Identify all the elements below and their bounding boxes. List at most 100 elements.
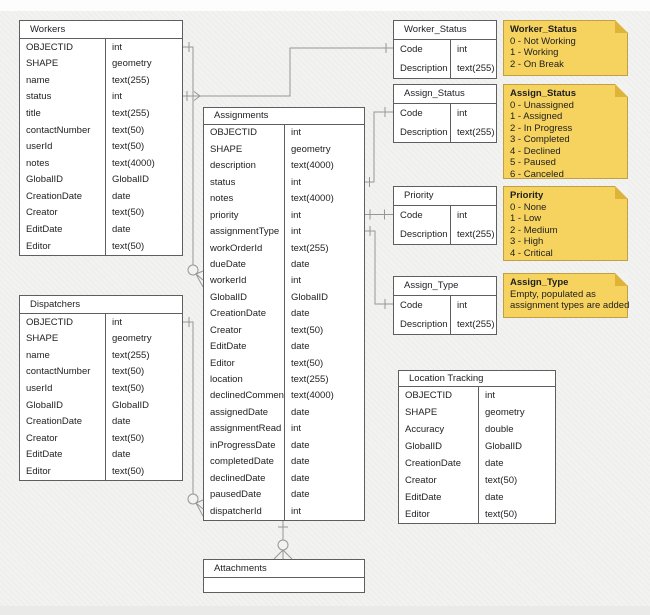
cardinality-zero-circle <box>187 264 199 276</box>
cardinality-crowfoot <box>195 499 204 517</box>
field-name: Editor <box>26 466 51 477</box>
table-row: GlobalID GlobalID <box>20 172 182 189</box>
table-title: Attachments <box>204 560 364 578</box>
note-line: 6 - Canceled <box>510 168 564 180</box>
field-name: location <box>210 375 243 385</box>
field-name: SHAPE <box>405 407 438 418</box>
field-name: Code <box>400 210 423 221</box>
field-name: userId <box>26 142 53 152</box>
field-type: text(255) <box>457 319 495 330</box>
field-type: text(255) <box>112 75 150 86</box>
table-fields <box>204 578 364 592</box>
cardinality-zero-circle <box>187 493 199 505</box>
field-type: text(255) <box>112 350 150 361</box>
field-name: priority <box>210 210 239 221</box>
field-type: date <box>485 492 504 503</box>
field-name: dueDate <box>210 259 246 270</box>
field-name: assignmentRead <box>210 424 282 434</box>
field-name: name <box>26 350 50 361</box>
field-name: title <box>26 108 41 119</box>
field-type: int <box>112 92 123 102</box>
field-name: GlobalID <box>210 292 247 303</box>
table-title: Worker_Status <box>394 21 496 40</box>
field-type: text(50) <box>291 358 324 369</box>
field-name: name <box>26 75 50 86</box>
table-title: Workers <box>20 21 182 39</box>
table-title: Assign_Type <box>394 277 496 296</box>
field-name: declinedDate <box>210 473 266 484</box>
field-name: Code <box>400 300 423 311</box>
field-name: Description <box>400 63 448 74</box>
field-type: int <box>457 108 468 119</box>
connector-workers-assignments <box>183 46 194 265</box>
field-name: pausedDate <box>210 490 262 500</box>
table-row: assignmentRead int <box>204 421 364 437</box>
table-title: Priority <box>394 187 496 206</box>
field-type: int <box>291 424 302 434</box>
field-name: SHAPE <box>26 334 59 344</box>
table-row: OBJECTID int <box>399 387 555 404</box>
field-type: int <box>485 390 496 401</box>
field-name: CreationDate <box>405 458 461 469</box>
field-type: text(4000) <box>291 161 334 171</box>
field-type: int <box>457 44 468 55</box>
field-type: text(50) <box>112 241 145 252</box>
field-name: status <box>210 177 236 188</box>
top-strip <box>0 0 650 11</box>
field-type: geometry <box>291 144 331 155</box>
table-row: Code int <box>394 40 496 59</box>
table-row: status int <box>20 89 182 106</box>
cardinality-crowfoot <box>195 270 204 288</box>
field-type: int <box>291 177 302 188</box>
field-type: GlobalID <box>112 175 149 185</box>
field-name: OBJECTID <box>26 317 73 328</box>
connector-assignments-assign-type <box>365 230 393 305</box>
table-row: title text(255) <box>20 105 182 122</box>
field-name: OBJECTID <box>210 128 257 138</box>
line-hop <box>193 91 201 101</box>
field-name: OBJECTID <box>405 390 452 401</box>
field-name: status <box>26 92 52 102</box>
field-name: GlobalID <box>26 400 63 411</box>
field-type: text(255) <box>112 108 150 119</box>
field-type: date <box>112 450 131 460</box>
field-name: GlobalID <box>26 175 63 185</box>
note-line: 2 - In Progress <box>510 122 573 134</box>
table-title: Location Tracking <box>399 371 555 387</box>
field-type: int <box>457 210 468 221</box>
field-type: int <box>112 317 123 328</box>
field-name: notes <box>26 158 50 169</box>
field-name: Code <box>400 44 423 55</box>
field-name: Code <box>400 108 423 119</box>
field-name: description <box>210 161 256 171</box>
note-line: 0 - Unassigned <box>510 99 574 111</box>
field-type: text(50) <box>291 325 324 336</box>
field-name: contactNumber <box>26 125 91 136</box>
